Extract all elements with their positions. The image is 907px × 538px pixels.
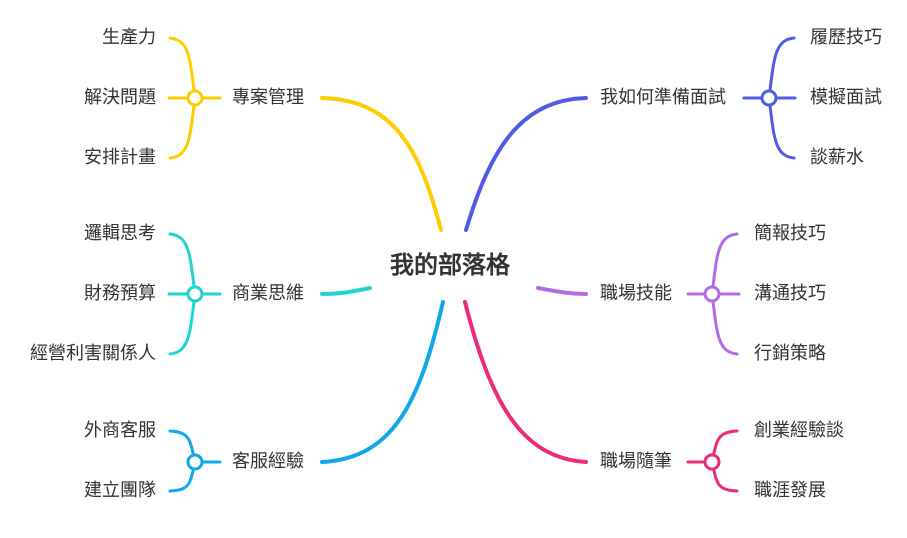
branch-node-b1[interactable] xyxy=(186,89,204,107)
child-label-b2-1[interactable]: 財務預算 xyxy=(84,283,156,304)
child-label-b6-1[interactable]: 職涯發展 xyxy=(754,480,826,501)
child-label-b6-0[interactable]: 創業經驗談 xyxy=(754,420,844,441)
child-label-b4-1[interactable]: 模擬面試 xyxy=(810,87,882,108)
branch-label-b6[interactable]: 職場隨筆 xyxy=(600,451,672,472)
trunk-b4 xyxy=(464,96,588,232)
child-label-b4-2[interactable]: 談薪水 xyxy=(810,147,864,168)
branch-label-b4[interactable]: 我如何準備面試 xyxy=(600,87,726,108)
child-link-b1-0 xyxy=(168,36,197,100)
child-label-b3-1[interactable]: 建立團隊 xyxy=(84,480,156,501)
branch-label-b3[interactable]: 客服經驗 xyxy=(232,451,304,472)
branch-label-b2[interactable]: 商業思維 xyxy=(232,283,304,304)
child-label-b2-0[interactable]: 邏輯思考 xyxy=(84,223,156,244)
child-link-b5-2 xyxy=(710,292,739,356)
branch-label-b5[interactable]: 職場技能 xyxy=(600,283,672,304)
child-label-b5-2[interactable]: 行銷策略 xyxy=(754,343,826,364)
branch-label-b1[interactable]: 專案管理 xyxy=(232,87,304,108)
child-link-b1-2 xyxy=(168,96,197,160)
child-label-b5-0[interactable]: 簡報技巧 xyxy=(754,223,826,244)
branch-node-b2[interactable] xyxy=(186,285,204,303)
trunk-b5 xyxy=(536,286,588,296)
center-topic[interactable]: 我的部落格 xyxy=(390,251,510,279)
trunk-b3 xyxy=(320,300,445,464)
child-link-b5-0 xyxy=(710,232,739,296)
branch-node-b5[interactable] xyxy=(703,285,721,303)
trunk-b6 xyxy=(463,300,588,464)
child-link-b2-2 xyxy=(168,292,197,356)
branch-node-b3[interactable] xyxy=(186,453,204,471)
child-label-b2-2[interactable]: 經營利害關係人 xyxy=(30,343,156,364)
child-label-b3-0[interactable]: 外商客服 xyxy=(84,420,156,441)
child-link-b4-2 xyxy=(767,96,796,160)
child-label-b1-0[interactable]: 生產力 xyxy=(102,27,156,48)
branch-node-b4[interactable] xyxy=(760,89,778,107)
child-link-b2-0 xyxy=(168,232,197,296)
child-label-b5-1[interactable]: 溝通技巧 xyxy=(754,283,826,304)
child-link-b4-0 xyxy=(767,36,796,100)
child-label-b1-2[interactable]: 安排計畫 xyxy=(84,147,156,168)
branch-node-b6[interactable] xyxy=(703,453,721,471)
child-label-b1-1[interactable]: 解決問題 xyxy=(84,87,156,108)
trunk-b2 xyxy=(320,286,372,296)
trunk-b1 xyxy=(320,96,443,232)
child-label-b4-0[interactable]: 履歷技巧 xyxy=(810,27,882,48)
